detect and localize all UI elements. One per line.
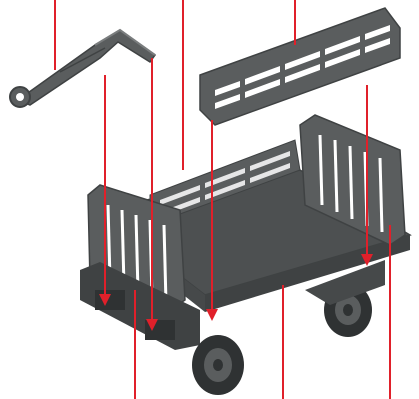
baggage-cart-icon (80, 115, 410, 395)
tow-handle-icon (10, 30, 155, 107)
front-wheel-icon (192, 335, 244, 395)
rail-panel-icon (200, 8, 400, 125)
